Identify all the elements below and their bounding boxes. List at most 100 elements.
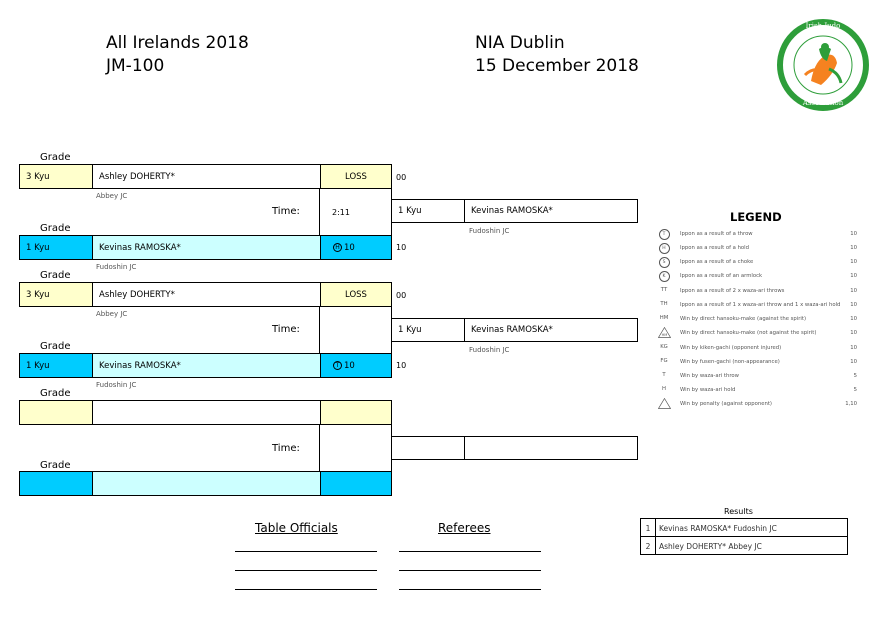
grade-label: Grade: [40, 270, 71, 281]
legend-description: Ippon as a result of an armlock: [680, 273, 763, 279]
legend-points: 10: [850, 231, 857, 237]
legend-item: FG Win by fusen-gachi (non-appearance) 10: [657, 356, 857, 368]
logo-top-text: Irish Judo: [805, 22, 841, 30]
legend-item: Win by penalty (against opponent)1,10: [657, 398, 857, 410]
result-row: 1 Kevinas RAMOSKA* Fudoshin JC: [641, 519, 847, 537]
blue-grade: 1 Kyu: [20, 354, 92, 377]
legend-points: 5: [853, 387, 857, 393]
legend-description: Ippon as a result of 1 x waza-ari throw …: [680, 302, 841, 308]
winner-club: Fudoshin JC: [469, 346, 510, 354]
signature-line[interactable]: [235, 589, 377, 590]
legend-code: H: [662, 386, 666, 392]
winner-name: Kevinas RAMOSKA*: [464, 319, 637, 341]
circle-icon: H: [658, 243, 670, 254]
blue-grade: 1 Kyu: [20, 236, 92, 259]
legend-code: T: [662, 372, 666, 378]
white-grade: 3 Kyu: [20, 283, 92, 306]
blue-grade: [20, 472, 92, 495]
legend-points: 5: [853, 373, 857, 379]
legend-code: FG: [660, 358, 668, 364]
association-logo: Irish Judo Association: [777, 19, 869, 111]
legend-points: 10: [850, 316, 857, 322]
white-points: 00: [396, 291, 407, 300]
time-label: Time:: [272, 443, 300, 454]
legend-item: S Ippon as a result of a choke 10: [657, 256, 857, 268]
weight-category: JM-100: [106, 56, 165, 76]
circle-icon: K: [658, 271, 670, 282]
legend-points: 10: [850, 345, 857, 351]
white-name: Ashley DOHERTY*: [92, 283, 321, 306]
legend-item: HM Win by direct hansoku-make (not agains…: [657, 327, 857, 339]
grade-label: Grade: [40, 152, 71, 163]
winner-grade: 1 Kyu: [398, 325, 422, 335]
winner-name: Kevinas RAMOSKA*: [464, 200, 637, 222]
time-label: Time:: [272, 206, 300, 217]
legend-description: Win by direct hansoku-make (not against …: [680, 330, 817, 336]
legend-points: 10: [850, 359, 857, 365]
blue-club: Fudoshin JC: [96, 381, 137, 389]
winner-club: Fudoshin JC: [469, 227, 510, 235]
winner-row[interactable]: 1 Kyu Kevinas RAMOSKA*: [391, 318, 638, 342]
referees-label: Referees: [438, 521, 491, 535]
blue-result: [320, 472, 391, 495]
blue-name: [92, 472, 321, 495]
winner-row[interactable]: 1 Kyu Kevinas RAMOSKA*: [391, 199, 638, 223]
legend-description: Ippon as a result of 2 x waza-ari throws: [680, 288, 785, 294]
signature-line[interactable]: [235, 551, 377, 552]
blue-competitor-row[interactable]: [19, 471, 392, 496]
legend-points: 1,10: [845, 401, 857, 407]
grade-label: Grade: [40, 460, 71, 471]
winner-row[interactable]: [391, 436, 638, 460]
blue-club: Fudoshin JC: [96, 263, 137, 271]
throw-ippon-icon: T: [333, 361, 342, 370]
blue-points: 10: [396, 243, 407, 252]
white-name: Ashley DOHERTY*: [92, 165, 321, 188]
signature-line[interactable]: [399, 570, 541, 571]
legend-description: Ippon as a result of a choke: [680, 259, 754, 265]
hold-ippon-icon: H: [333, 243, 342, 252]
white-result: LOSS: [320, 283, 391, 306]
legend-code: TH: [660, 301, 668, 307]
circle-icon: T: [658, 229, 670, 240]
signature-line[interactable]: [399, 551, 541, 552]
legend-code: [657, 398, 671, 409]
legend-description: Win by waza-ari throw: [680, 373, 739, 379]
legend-code: T: [657, 229, 671, 240]
white-result: [320, 401, 391, 424]
triangle-icon: [657, 398, 671, 409]
grade-label: Grade: [40, 388, 71, 399]
legend-item: T Win by waza-ari throw 5: [657, 370, 857, 382]
white-competitor-row[interactable]: [19, 400, 392, 425]
svg-text:HM: HM: [661, 333, 667, 337]
legend-points: 10: [850, 288, 857, 294]
signature-line[interactable]: [399, 589, 541, 590]
white-competitor-row[interactable]: 3 Kyu Ashley DOHERTY* LOSS: [19, 164, 392, 189]
blue-points: 10: [396, 361, 407, 370]
legend-code: S: [657, 257, 671, 268]
result-text: Kevinas RAMOSKA* Fudoshin JC: [659, 523, 777, 533]
legend-points: 10: [850, 245, 857, 251]
legend-points: 10: [850, 259, 857, 265]
legend-description: Win by direct hansoku-make (against the …: [680, 316, 807, 322]
legend-points: 10: [850, 273, 857, 279]
white-competitor-row[interactable]: 3 Kyu Ashley DOHERTY* LOSS: [19, 282, 392, 307]
logo-bottom-text: Association: [802, 99, 844, 107]
circle-icon: S: [658, 257, 670, 268]
white-points: 00: [396, 173, 407, 182]
legend-code: KG: [660, 344, 668, 350]
table-officials-label: Table Officials: [255, 521, 338, 535]
legend-item: TH Ippon as a result of 1 x waza-ari thro…: [657, 299, 857, 311]
grade-label: Grade: [40, 223, 71, 234]
results-table: [640, 518, 848, 555]
signature-line[interactable]: [235, 570, 377, 571]
grade-label: Grade: [40, 341, 71, 352]
venue: NIA Dublin: [475, 33, 565, 53]
legend-description: Win by fusen-gachi (non-appearance): [680, 359, 780, 365]
legend-item: K Ippon as a result of an armlock 10: [657, 270, 857, 282]
